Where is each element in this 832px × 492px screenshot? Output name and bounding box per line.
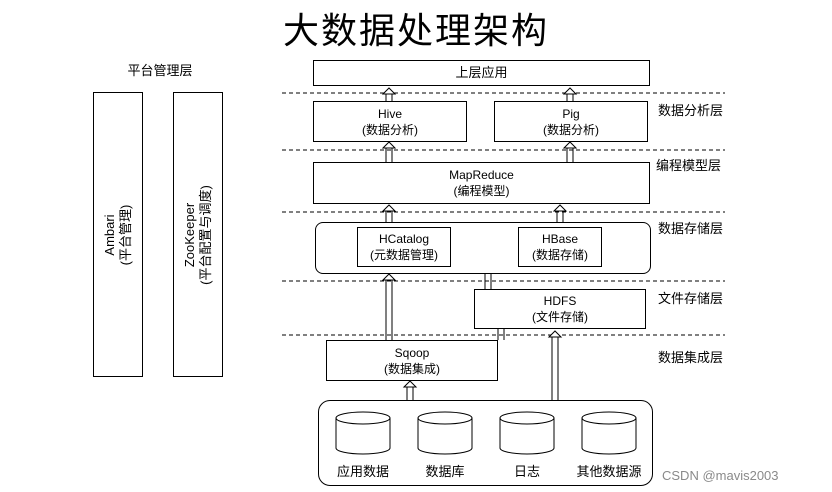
source-label-app-data: 应用数据 [336, 464, 389, 479]
upper-app-box: 上层应用 [313, 60, 650, 86]
data-sources-container [318, 400, 653, 486]
pig-desc: (数据分析) [543, 122, 599, 137]
upper-app-label: 上层应用 [455, 65, 508, 80]
mapreduce-desc: (编程模型) [453, 184, 510, 198]
flow-arrows [381, 87, 578, 400]
layer-label-programming: 编程模型层 [656, 158, 722, 173]
hive-box: Hive (数据分析) [313, 101, 467, 142]
sqoop-name: Sqoop [394, 345, 430, 360]
mapreduce-name: MapReduce [449, 168, 514, 182]
ambari-box: Ambari (平台管理) [93, 92, 143, 377]
layer-label-file-storage: 文件存储层 [658, 291, 724, 306]
layer-label-analysis: 数据分析层 [658, 103, 724, 118]
pig-name: Pig [562, 106, 580, 121]
hcatalog-name: HCatalog [378, 232, 430, 246]
watermark: CSDN @mavis2003 [662, 468, 779, 483]
source-label-logs: 日志 [513, 464, 540, 479]
sqoop-desc: (数据集成) [384, 361, 440, 376]
source-label-database: 数据库 [425, 464, 465, 479]
sqoop-box: Sqoop (数据集成) [326, 340, 498, 381]
layer-label-storage: 数据存储层 [658, 221, 724, 236]
hcatalog-desc: (元数据管理) [370, 248, 438, 262]
pig-box: Pig (数据分析) [494, 101, 648, 142]
db-cylinder-1 [335, 411, 391, 455]
layer-dividers [282, 92, 725, 336]
mapreduce-box: MapReduce (编程模型) [313, 162, 650, 204]
hive-desc: (数据分析) [362, 122, 418, 137]
platform-layer-label: 平台管理层 [127, 63, 193, 78]
source-label-other: 其他数据源 [576, 464, 642, 479]
hbase-name: HBase [541, 232, 579, 246]
db-cylinder-4 [581, 411, 637, 455]
database-cylinders [335, 411, 637, 455]
db-cylinder-2 [417, 411, 473, 455]
hdfs-desc: (文件存储) [532, 310, 588, 324]
hcatalog-box: HCatalog (元数据管理) [357, 227, 451, 267]
hbase-box: HBase (数据存储) [518, 227, 602, 267]
hdfs-name: HDFS [543, 294, 577, 308]
db-cylinder-3 [499, 411, 555, 455]
diagram-title: 大数据处理架构 [282, 10, 549, 51]
zookeeper-box: ZooKeeper (平台配置与调度) [173, 92, 223, 377]
hbase-desc: (数据存储) [532, 248, 588, 262]
hive-name: Hive [377, 106, 402, 121]
hdfs-box: HDFS (文件存储) [474, 289, 646, 329]
layer-label-integration: 数据集成层 [658, 350, 724, 365]
